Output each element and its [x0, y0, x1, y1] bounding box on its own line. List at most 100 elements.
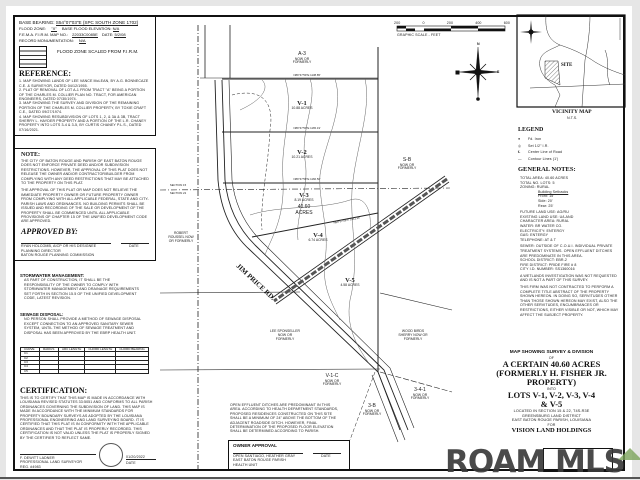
lot-area: 6.74 ACRES	[308, 238, 328, 243]
title-line: PROPERTY)	[526, 376, 577, 387]
general-note-line: THIS FIRM WAS NOT CONTRACTED TO PERFORM …	[520, 285, 619, 317]
general-note-line: ELECTRICITY: ENTERGY	[520, 228, 565, 233]
left-info-column: BASE BEARING: S54°07'03"E (SPC SOUTH ZON…	[15, 17, 156, 469]
bearing-label: N89°47'59"E 1166.50'	[293, 177, 321, 181]
lot-area: 8.19 ACRES	[294, 198, 314, 203]
legend-list: ●Fd. Iron ◎ Set 1/2" I.R. ℄Center Line of…	[518, 136, 562, 162]
title-line: MAP SHOWING SURVEY & DIVISION	[509, 350, 594, 355]
zone-key-box	[19, 46, 47, 69]
general-note-line: CHARACTER AREA: RURAL	[520, 219, 570, 224]
north-label: N	[477, 42, 480, 46]
bearing-label: N89°47'59"E 1138.85'	[293, 73, 321, 77]
firm-map-value: 22033C0085E	[72, 32, 98, 39]
title-of: OF	[548, 355, 555, 360]
reference-list: 1. MAP SHOWING LANDS OF LEE VANCE McLEAN…	[19, 79, 151, 132]
lot-owner: NOW OR FORMERLY	[322, 378, 342, 387]
lot-name: V-1-C	[325, 373, 339, 379]
certification-date: 01/20/2022	[126, 454, 145, 459]
stormwater-text: AS PART OF CONSTRUCTION, IT SHALL BE THE…	[24, 278, 139, 301]
lot-name: V-4	[313, 232, 323, 239]
record-monumentation-label: RECORD MONUMENTATION:	[19, 38, 74, 44]
base-bearing-value: S54°07'03"E (SPC SOUTH ZONE 1702)	[55, 20, 139, 27]
set-iron-rod-icon: ◎	[518, 143, 522, 148]
legend-item: —Contour Lines (1')	[518, 156, 562, 163]
general-note-line: FUTURE LAND USE: AG/RU	[520, 210, 569, 215]
sewage-heading: SEWAGE DISPOSAL:	[20, 312, 64, 318]
signer-org: BATON ROUGE PLANNING COMMISSION	[21, 253, 95, 258]
legend-item: ◎ Set 1/2" I.R.	[518, 143, 562, 150]
surveyor-title: PROFESSIONAL LAND SURVEYOR	[20, 460, 83, 465]
certification-heading: CERTIFICATION:	[20, 385, 88, 395]
lot-name: V-2	[297, 149, 307, 156]
owner-name: OPEN SANTIAGO, HEATHER GRAY	[233, 454, 296, 458]
lot-name: V-5	[345, 277, 355, 284]
engineer-logo-box	[543, 448, 613, 472]
contour-line-icon: —	[518, 156, 522, 161]
lot-owner: NOW OR FORMERLY	[362, 408, 382, 417]
total-area-unit: ACRES	[295, 209, 313, 216]
curve-table-grid: CURVE RADIUS ARC LENGTH CHORD LENGTH CHO…	[20, 346, 149, 375]
stormwater-heading: STORMWATER MANAGEMENT:	[20, 273, 85, 279]
lot-name: S-B	[402, 157, 412, 163]
general-note-line: TELEPHONE: AT & T	[520, 237, 557, 242]
lot-owner: NOW OR FORMERLY	[410, 392, 430, 401]
approval-date: DATE	[121, 242, 149, 249]
section-label: SECTION 15	[169, 183, 187, 187]
owner-block: OPEN SANTIAGO, HEATHER GRAY EAST BATON R…	[233, 454, 309, 467]
right-column-divider	[624, 107, 625, 471]
curve-cell	[115, 368, 149, 375]
firm-map-row: F.E.M.A. F.I.R.M. MAP NO.: 22033C0085E D…	[19, 32, 151, 39]
base-bearing-row: BASE BEARING: S54°07'03"E (SPC SOUTH ZON…	[19, 20, 151, 27]
reference-heading: REFERENCE:	[19, 69, 72, 79]
general-note-line: GAS: ENTERGY	[520, 233, 549, 238]
col-header: CHORD LENGTH	[84, 346, 117, 353]
flood-zone-value: "X"	[51, 26, 57, 33]
owner-unit: HEALTH UNIT	[233, 462, 258, 467]
owner-org: EAST BATON ROUGE PARISH	[233, 458, 286, 463]
curve-cell	[57, 368, 86, 375]
scale-tick: 200	[394, 21, 401, 25]
neighbor-label: WOOD BIRDS SHERRY NOW OR FORMERLY	[398, 329, 428, 341]
legend-label: Set 1/2" I.R.	[528, 143, 549, 148]
legend-item: ●Fd. Iron	[518, 136, 562, 143]
general-note-line: WATER: BR WATER CO.	[520, 223, 563, 228]
lot-owner: NOW OR FORMERLY	[397, 162, 417, 171]
lot-name: V-1	[297, 100, 307, 107]
general-note-line: ZONING: RURAL	[520, 185, 550, 190]
approval-date-label: DATE	[129, 244, 139, 249]
lot-name: V-3	[299, 192, 309, 199]
reference-item: 4. MAP SHOWING RESUBDIVISION OF LOTS 1, …	[19, 114, 147, 132]
location-line: GREENSBURG LAND DISTRICT	[521, 413, 582, 418]
base-bearing-label: BASE BEARING:	[19, 20, 55, 25]
curve-table-header: CURVE RADIUS ARC LENGTH CHORD LENGTH CHO…	[20, 346, 149, 353]
surveyor-name: F. DEWITT LADNER	[20, 455, 55, 460]
reference-item: 2. PLAT OF REMOVAL OF LOT A-1 FROM TRACT…	[19, 88, 145, 102]
reference-item: 3. MAP SHOWING THE SURVEY AND DIVISION O…	[19, 101, 147, 115]
sewage-text: NO PERSON SHALL PROVIDE A METHOD OF SEWA…	[24, 317, 142, 335]
general-note-line: Rear: 25'	[538, 203, 554, 208]
lot-area: 10.88 ACRES	[291, 106, 313, 111]
general-note-line: TOTAL NO. LOTS: 5	[520, 180, 555, 185]
legend-item: ℄Center Line of Road	[518, 149, 562, 156]
general-note-line: EXISTING LAND USE: U/LAND	[520, 214, 574, 219]
scale-tick: 600	[503, 21, 510, 25]
general-note-line: FIRE DISTRICT: PRIDE FIRE # 8	[520, 262, 577, 267]
record-monumentation-value: N/A	[78, 38, 86, 45]
sewage-section: SEWAGE DISPOSAL: NO PERSON SHALL PROVIDE…	[15, 312, 156, 335]
scale-tick: 200	[446, 21, 454, 25]
lot-area: 10.21 ACRES	[291, 155, 313, 160]
signer-title: PLANNING DIRECTOR	[21, 248, 61, 253]
owner-approval-box: OWNER APPROVAL OPEN SANTIAGO, HEATHER GR…	[228, 440, 350, 471]
lot-name: 3-B	[368, 403, 376, 409]
curve-cell: C5	[20, 368, 40, 375]
firm-date-value: 5/2/08	[114, 32, 126, 39]
flood-zone-label: FLOOD ZONE:	[19, 26, 47, 32]
neighbor-label: LEE SPONSELLER NOW OR FORMERLY	[270, 329, 300, 341]
curve-table: CURVE RADIUS ARC LENGTH CHORD LENGTH CHO…	[15, 346, 156, 375]
found-iron-icon: ●	[518, 137, 521, 141]
scale-tick: 0	[422, 21, 425, 25]
